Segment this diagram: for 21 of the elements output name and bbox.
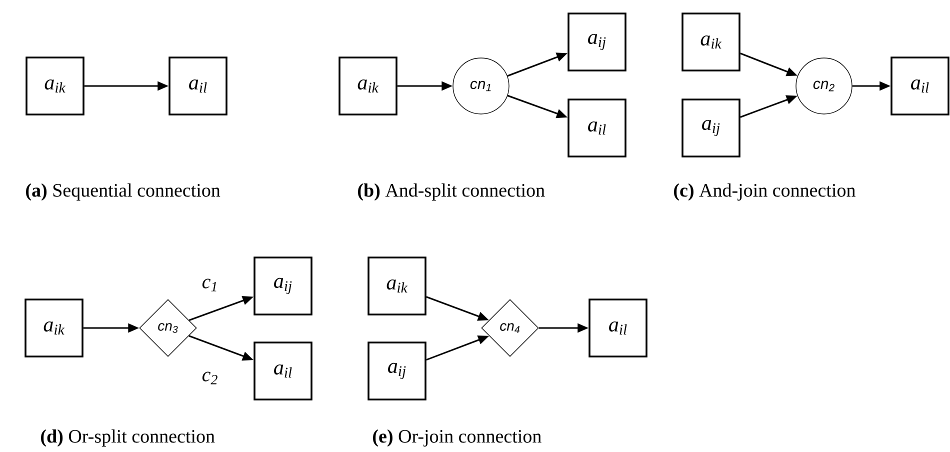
process-box: a$_{ik}$ xyxy=(338,56,398,116)
process-box: a$_{ij}$ xyxy=(682,98,740,158)
edge-label: c$_{1}$ xyxy=(202,278,216,292)
process-box: a$_{il}$ xyxy=(168,56,228,116)
caption: (e) Or-join connection xyxy=(373,429,542,447)
process-box: a$_{il}$ xyxy=(254,342,312,400)
process-box: a$_{ik}$ xyxy=(682,12,740,72)
process-box: a$_{ik}$ xyxy=(368,256,426,316)
caption: (c) And-join connection xyxy=(674,183,856,201)
process-box: a$_{ik}$ xyxy=(24,298,84,358)
process-box: a$_{ij}$ xyxy=(254,256,312,316)
process-box: a$_{ik}$ xyxy=(26,56,84,116)
process-box: a$_{il}$ xyxy=(588,298,648,358)
process-box: a$_{il}$ xyxy=(568,98,626,158)
caption: (b) And-split connection xyxy=(358,183,545,201)
edge-label: c$_{2}$ xyxy=(202,372,218,384)
process-box: a$_{ij}$ xyxy=(368,342,426,400)
caption: (a) Sequential connection xyxy=(26,183,220,201)
caption: (d) Or-split connection xyxy=(41,429,215,447)
process-box: a$_{ij}$ xyxy=(568,12,626,72)
process-box: a$_{il}$ xyxy=(890,56,950,116)
